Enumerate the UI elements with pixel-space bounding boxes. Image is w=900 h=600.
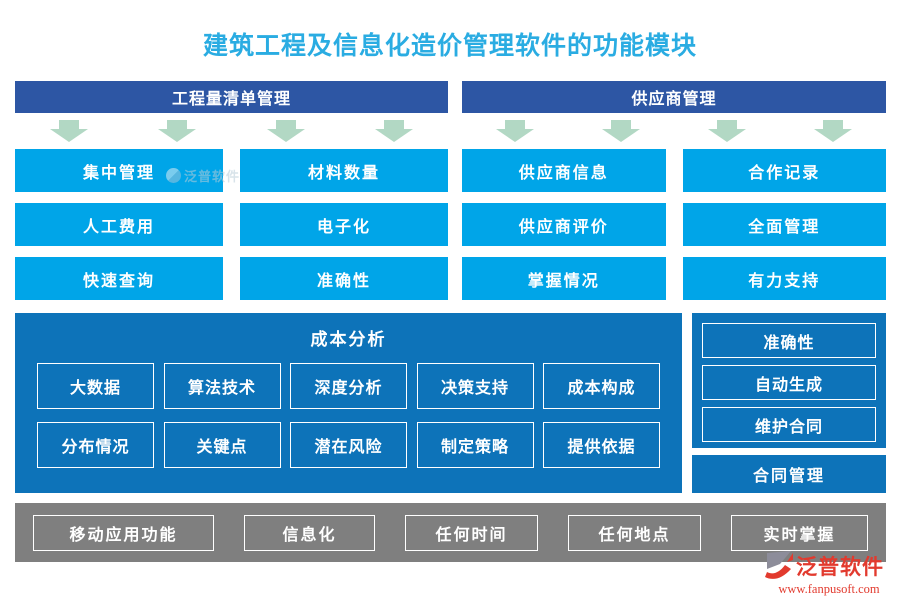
down-arrow-icon bbox=[374, 120, 413, 142]
fanpu-logo-icon bbox=[765, 551, 793, 579]
section-supplier: 供应商管理 供应商信息 合作记录 供应商评价 全面管理 掌握情况 有力支持 bbox=[462, 81, 886, 300]
feature-block: 自动生成 bbox=[702, 365, 876, 400]
feature-block: 信息化 bbox=[244, 514, 375, 551]
module-grid: 集中管理 材料数量 人工费用 电子化 快速查询 准确性 bbox=[15, 149, 448, 300]
panel-contract: 准确性 自动生成 维护合同 bbox=[692, 313, 886, 448]
page-title: 建筑工程及信息化造价管理软件的功能模块 bbox=[202, 32, 697, 60]
cost-analysis-row: 大数据 算法技术 深度分析 决策支持 成本构成 bbox=[15, 363, 682, 409]
fanpu-logo-url: www.fanpusoft.com bbox=[778, 582, 880, 596]
down-arrow-icon bbox=[814, 120, 852, 142]
module-block: 材料数量 bbox=[240, 149, 448, 192]
down-arrow-icon bbox=[602, 120, 640, 142]
fanpu-logo-text: 泛普软件 bbox=[796, 556, 884, 579]
module-block: 供应商评价 bbox=[462, 203, 666, 246]
panel-cost-analysis: 成本分析 大数据 算法技术 深度分析 决策支持 成本构成 分布情况 关键点 潜在… bbox=[15, 313, 682, 493]
down-arrow-icon bbox=[266, 120, 305, 142]
down-arrow-icon bbox=[708, 120, 746, 142]
fanpu-logo: 泛普软件 www.fanpusoft.com bbox=[764, 550, 894, 597]
feature-block: 维护合同 bbox=[702, 407, 876, 442]
module-block: 快速查询 bbox=[15, 257, 223, 300]
module-block: 电子化 bbox=[240, 203, 448, 246]
module-block: 有力支持 bbox=[682, 257, 886, 300]
fanpu-watermark: 泛普软件 bbox=[166, 166, 240, 185]
feature-block: 关键点 bbox=[163, 422, 281, 468]
feature-block: 移动应用功能 bbox=[33, 514, 214, 551]
feature-block: 任何地点 bbox=[568, 514, 701, 551]
cost-analysis-row: 分布情况 关键点 潜在风险 制定策略 提供依据 bbox=[15, 422, 682, 468]
cost-analysis-title: 成本分析 bbox=[310, 330, 387, 349]
down-arrow-icon bbox=[50, 120, 89, 142]
feature-block: 大数据 bbox=[37, 363, 154, 409]
section-header-supplier: 供应商管理 bbox=[462, 81, 886, 113]
feature-block: 实时掌握 bbox=[731, 514, 868, 551]
section-quantity-list: 工程量清单管理 集中管理 材料数量 人工费用 电子化 快速查询 准确性 bbox=[15, 81, 448, 300]
fanpu-watermark-text: 泛普软件 bbox=[184, 169, 241, 184]
module-block: 合作记录 bbox=[682, 149, 886, 192]
down-arrow-icon bbox=[496, 120, 534, 142]
module-block: 人工费用 bbox=[15, 203, 223, 246]
arrow-row bbox=[15, 113, 448, 149]
fanpu-watermark-icon bbox=[166, 168, 181, 183]
module-block: 准确性 bbox=[240, 257, 448, 300]
module-block: 供应商信息 bbox=[462, 149, 666, 192]
feature-block: 任何时间 bbox=[405, 514, 538, 551]
feature-block: 潜在风险 bbox=[290, 422, 407, 468]
module-block: 掌握情况 bbox=[462, 257, 666, 300]
down-arrow-icon bbox=[158, 120, 197, 142]
section-header-quantity-list: 工程量清单管理 bbox=[15, 81, 448, 113]
feature-block: 算法技术 bbox=[163, 363, 281, 409]
contract-management-bar: 合同管理 bbox=[692, 455, 886, 493]
mobile-feature-bar: 移动应用功能 信息化 任何时间 任何地点 实时掌握 bbox=[15, 503, 886, 562]
module-block: 集中管理 bbox=[15, 149, 223, 192]
feature-block: 深度分析 bbox=[290, 363, 407, 409]
feature-block: 决策支持 bbox=[416, 363, 534, 409]
module-grid: 供应商信息 合作记录 供应商评价 全面管理 掌握情况 有力支持 bbox=[462, 149, 886, 300]
module-block: 全面管理 bbox=[682, 203, 886, 246]
feature-block: 提供依据 bbox=[543, 422, 660, 468]
arrow-row bbox=[462, 113, 886, 149]
feature-block: 成本构成 bbox=[543, 363, 660, 409]
feature-block: 制定策略 bbox=[416, 422, 534, 468]
feature-block: 分布情况 bbox=[37, 422, 154, 468]
feature-block: 准确性 bbox=[702, 323, 876, 358]
